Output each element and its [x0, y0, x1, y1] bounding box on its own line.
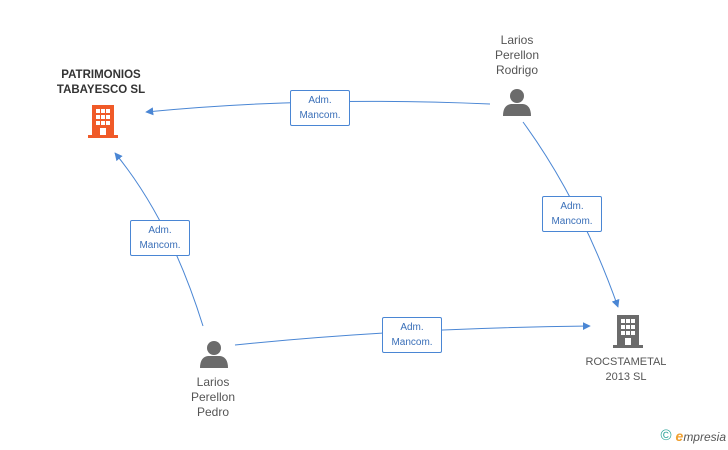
node-label-rocstametal[interactable]: ROCSTAMETAL 2013 SL [566, 355, 686, 385]
label-line: Rodrigo [495, 63, 539, 77]
edge-label-rodrigo-patrimonios[interactable]: Adm. Mancom. [290, 90, 350, 126]
label-line: Mancom. [551, 216, 593, 227]
label-line: ROCSTAMETAL [585, 356, 667, 368]
building-icon-rocstametal[interactable] [613, 315, 643, 348]
label-line: Larios [500, 33, 534, 47]
footer-brand: © empresia [660, 426, 726, 446]
label-line: Adm. [560, 201, 584, 212]
label-line: PATRIMONIOS [61, 69, 141, 81]
label-line: Perellon [494, 48, 540, 62]
node-label-rodrigo[interactable]: Larios Perellon Rodrigo [457, 33, 577, 78]
copyright-icon: © [660, 427, 672, 444]
brand-name: mpresia [683, 430, 726, 444]
label-line: Mancom. [299, 110, 341, 121]
person-icon-pedro[interactable] [200, 341, 228, 368]
node-label-patrimonios[interactable]: PATRIMONIOS TABAYESCO SL [41, 68, 161, 98]
label-line: Adm. [308, 95, 332, 106]
person-icon-rodrigo[interactable] [503, 89, 531, 116]
brand-initial: e [675, 428, 684, 444]
label-line: Adm. [400, 322, 424, 333]
label-line: Adm. [148, 225, 172, 236]
label-line: Larios [196, 375, 230, 389]
brand-logo[interactable]: empresia [676, 428, 726, 444]
building-icon-patrimonios[interactable] [88, 105, 118, 138]
node-label-pedro[interactable]: Larios Perellon Pedro [153, 375, 273, 420]
label-line: Mancom. [391, 337, 433, 348]
label-line: Pedro [196, 405, 230, 419]
edge-label-pedro-patrimonios[interactable]: Adm. Mancom. [130, 220, 190, 256]
label-line: Mancom. [139, 240, 181, 251]
label-line: TABAYESCO SL [56, 84, 146, 96]
label-line: 2013 SL [605, 371, 647, 383]
edge-label-pedro-rocstametal[interactable]: Adm. Mancom. [382, 317, 442, 353]
label-line: Perellon [190, 390, 236, 404]
edge-label-rodrigo-rocstametal[interactable]: Adm. Mancom. [542, 196, 602, 232]
